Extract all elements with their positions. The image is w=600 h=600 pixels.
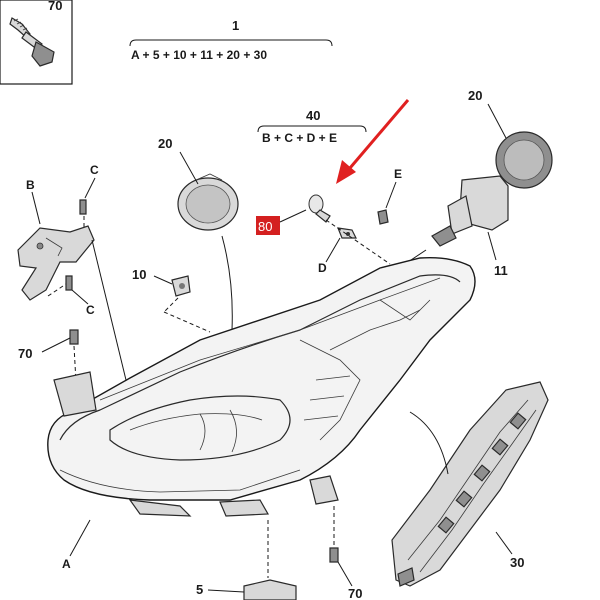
screw-c-bottom: C	[47, 275, 95, 317]
kit-40-formula: 40 B + C + D + E	[257, 108, 367, 145]
screw-70-left: 70	[18, 329, 79, 383]
callout-10: 10	[132, 267, 146, 282]
callout-70-left: 70	[18, 346, 32, 361]
assembly-1-formula: 1 A + 5 + 10 + 11 + 20 + 30	[129, 18, 333, 62]
red-arrow-icon	[336, 99, 410, 184]
screw-70-bottom: 70	[329, 506, 362, 600]
callout-80: 80	[258, 219, 272, 234]
dust-cap-left: 20	[158, 136, 239, 331]
callout-70-bottom: 70	[348, 586, 362, 600]
callout-70-inset: 70	[48, 0, 62, 13]
bulb-80: 80	[256, 194, 331, 235]
callout-1: 1	[232, 18, 239, 33]
callout-20-left: 20	[158, 136, 172, 151]
callout-20-right: 20	[468, 88, 482, 103]
connector-5: 5	[196, 520, 297, 600]
callout-b: B	[26, 178, 35, 192]
callout-d: D	[318, 261, 327, 275]
bolt-inset: 70	[0, 0, 73, 85]
bulb-icon	[308, 194, 331, 223]
formula-assembly-1: A + 5 + 10 + 11 + 20 + 30	[131, 48, 267, 62]
headlamp-housing-a: A	[47, 256, 476, 571]
adjuster-10: 10	[132, 267, 211, 333]
screw-c-top: C	[79, 163, 99, 228]
formula-kit-40: B + C + D + E	[262, 131, 337, 145]
callout-30: 30	[510, 555, 524, 570]
screw-e: E	[377, 167, 402, 225]
callout-40: 40	[306, 108, 320, 123]
bolt-icon	[9, 17, 55, 67]
part-d: D	[318, 227, 357, 275]
callout-5: 5	[196, 582, 203, 597]
callout-c-bottom: C	[86, 303, 95, 317]
xenon-bulb-11: 11	[407, 175, 509, 278]
drl-module-30: 30	[391, 381, 549, 587]
callout-11: 11	[494, 263, 508, 278]
mounting-bracket-b: B	[17, 178, 95, 301]
callout-e: E	[394, 167, 402, 181]
callout-c-top: C	[90, 163, 99, 177]
dust-cap-right: 20	[468, 88, 553, 189]
callout-a: A	[62, 557, 71, 571]
